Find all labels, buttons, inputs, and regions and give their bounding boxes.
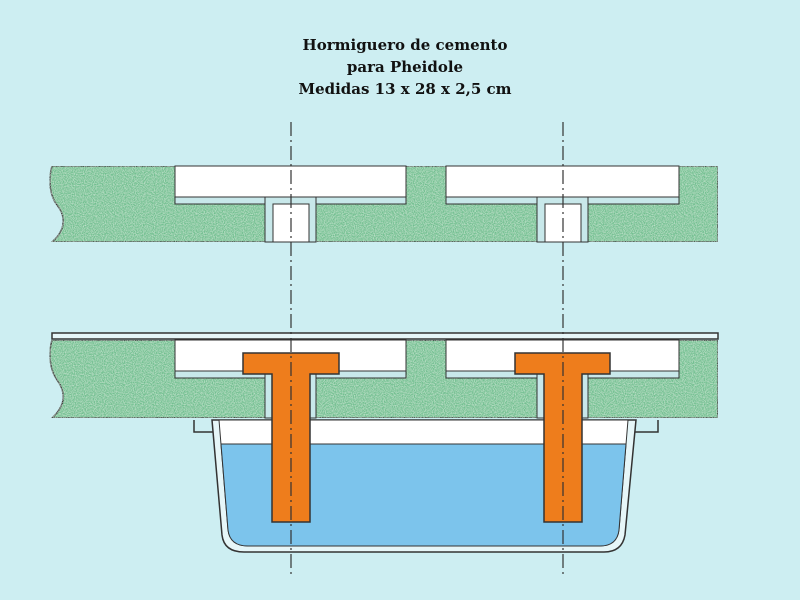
top-slab bbox=[49, 165, 719, 243]
title-line-3: Medidas 13 x 28 x 2,5 cm bbox=[298, 80, 512, 98]
title-line-2: para Pheidole bbox=[346, 58, 464, 76]
title-line-1: Hormiguero de cemento bbox=[302, 36, 508, 54]
tray-rim-left bbox=[193, 420, 215, 433]
water-tray bbox=[193, 419, 659, 553]
title-block: Hormiguero de cemento para Pheidole Medi… bbox=[250, 34, 560, 100]
bottom-slab bbox=[49, 332, 719, 419]
glass-lid bbox=[51, 332, 719, 340]
tray-water bbox=[220, 443, 627, 547]
tray-rim-right bbox=[633, 420, 659, 433]
